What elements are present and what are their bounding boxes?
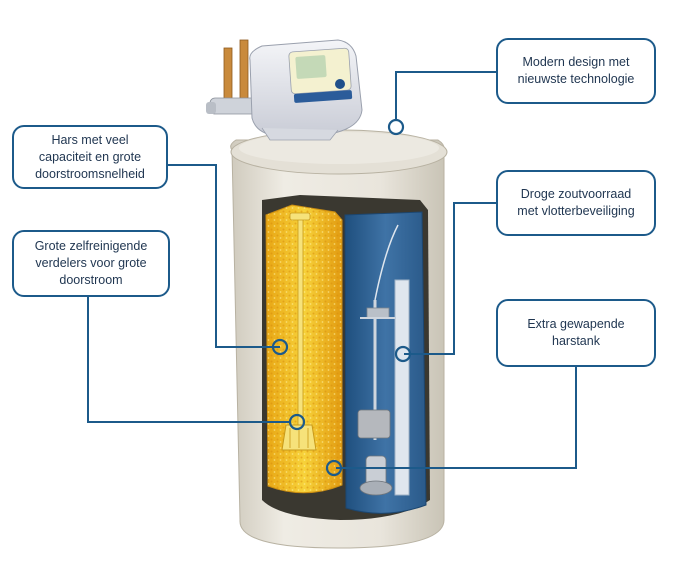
callout-harstank-text: Extra gewapende harstank [527, 317, 625, 348]
leader-zout [404, 202, 496, 355]
valve-pipes [206, 39, 259, 115]
marker-harstank [325, 459, 343, 477]
float-valve-icon [357, 300, 395, 496]
callout-hars: Hars met veel capaciteit en grote doorst… [12, 125, 168, 189]
marker-zout [394, 345, 412, 363]
callout-verdelers: Grote zelfreinigende verdelers voor grot… [12, 230, 170, 297]
marker-hars [271, 338, 289, 356]
leader-markers [271, 118, 412, 477]
marker-verdelers [288, 413, 306, 431]
control-valve-icon [249, 39, 363, 141]
leader-lines [87, 71, 577, 469]
leader-design [395, 71, 496, 125]
leader-verdelers [87, 297, 290, 423]
leader-hars [168, 164, 280, 348]
callout-design: Modern design met nieuwste technologie [496, 38, 656, 104]
water-softener-illustration [206, 39, 448, 549]
marker-design [387, 118, 405, 136]
callout-design-text: Modern design met nieuwste technologie [517, 55, 635, 86]
brine-well [394, 279, 410, 496]
resin-riser-tube [297, 214, 304, 431]
callout-zout: Droge zoutvoorraad met vlotterbeveiligin… [496, 170, 656, 236]
callout-hars-text: Hars met veel capaciteit en grote doorst… [35, 132, 145, 181]
callout-verdelers-text: Grote zelfreinigende verdelers voor grot… [34, 239, 148, 287]
callout-harstank: Extra gewapende harstank [496, 299, 656, 367]
callout-zout-text: Droge zoutvoorraad met vlotterbeveiligin… [517, 187, 635, 218]
leader-harstank [336, 367, 577, 469]
